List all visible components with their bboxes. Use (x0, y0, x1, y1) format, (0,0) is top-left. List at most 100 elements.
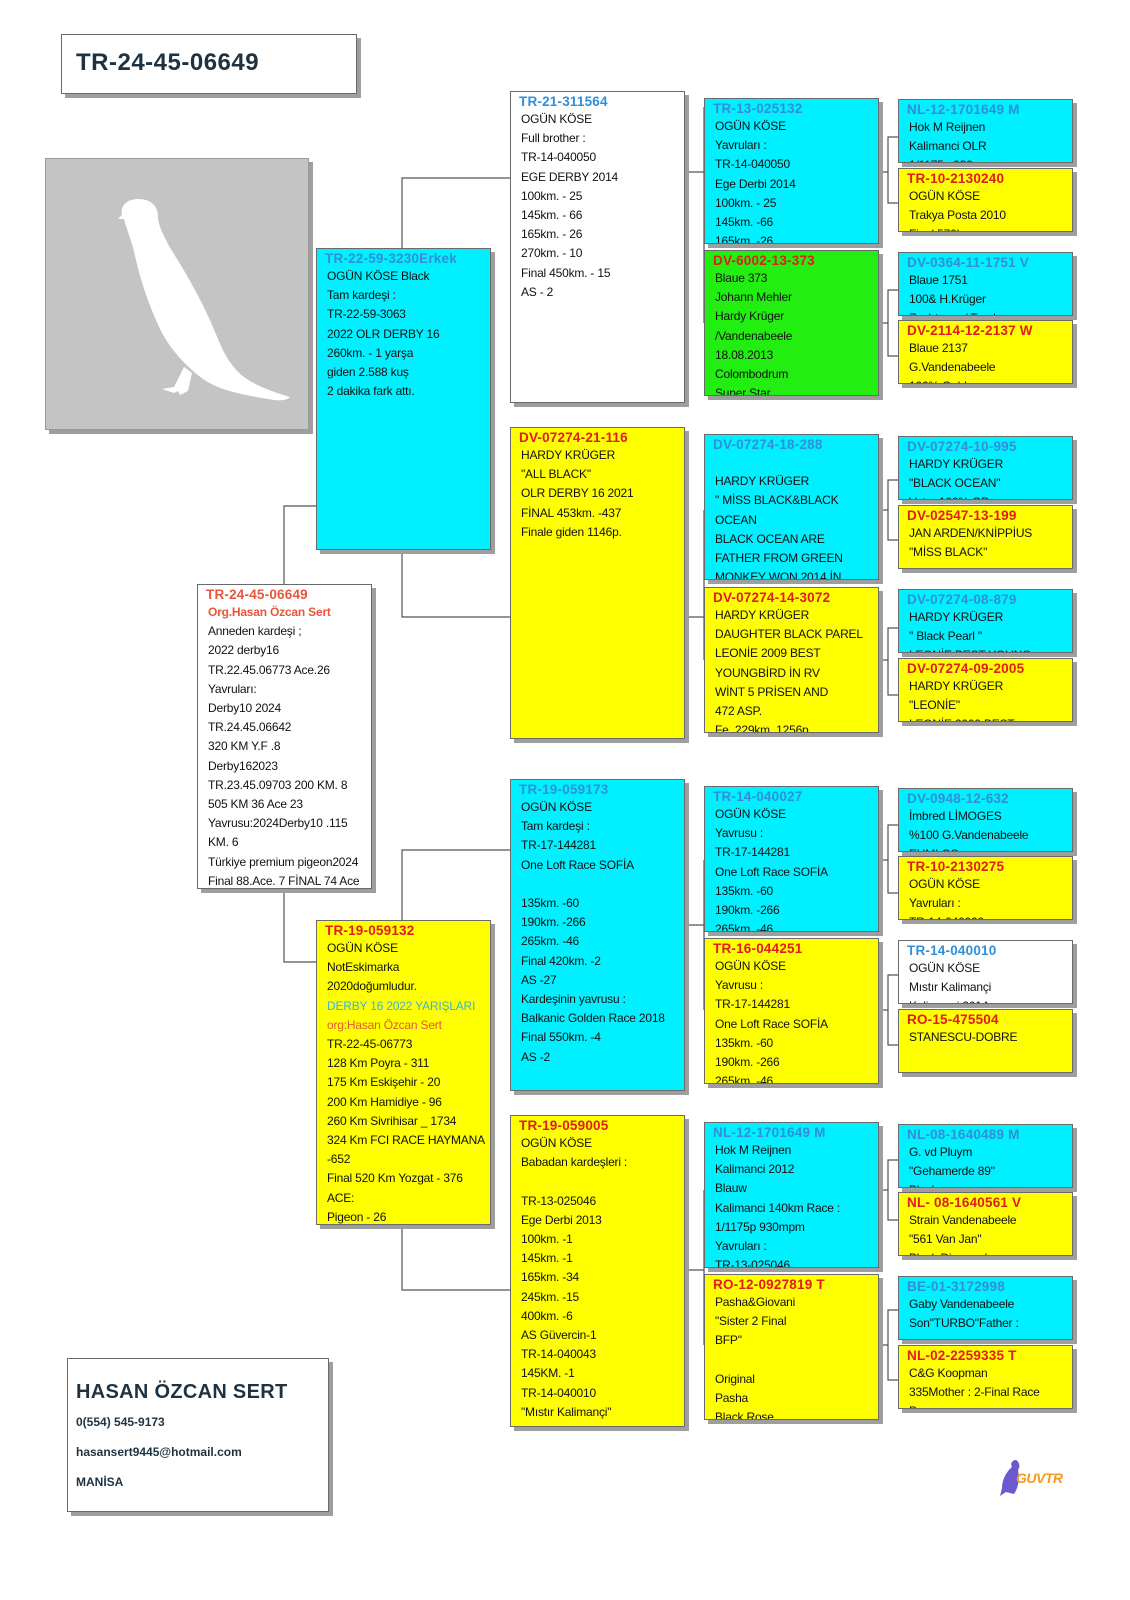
ring-number: DV-07274-09-2005 (907, 661, 1025, 676)
owner-name: HASAN ÖZCAN SERT (76, 1381, 288, 1403)
pedigree-line: Pasha&Giovani (715, 1295, 796, 1309)
pedigree-line: Pau... (905, 1402, 1066, 1408)
pedigree-line (711, 1351, 872, 1370)
pedigree-line: Fe. 229km. 1256p. (715, 723, 812, 733)
pedigree-line: OCEAN (715, 512, 757, 527)
pedigree-line: Kalimanci 2012 (715, 1162, 795, 1177)
pedigree-line: TR.23.45.09703 200 KM. 8 (208, 777, 348, 792)
pedigree-line: "Gehamerde 89" (909, 1164, 995, 1179)
pedigree-line: OLR DERBY 16 2021 (521, 486, 634, 501)
pedigree-line: %100 G.Vandenabeele (909, 828, 1029, 843)
pedigree-line: -652 (327, 1152, 351, 1167)
pedigree-line: Kalimanci 140km Race : (715, 1200, 840, 1215)
ring-number: TR-10-2130275 (907, 859, 1005, 874)
pedigree-line: Trakya Posta 2010 (909, 208, 1006, 223)
pedigree-line: Blaue 373 (715, 271, 768, 285)
pedigree-line: Tam kardeşi : (327, 288, 396, 303)
owner-phone[interactable]: 0(554) 545-9173 (76, 1415, 165, 1429)
pedigree-line: HARDY KRÜGER (909, 679, 1004, 693)
ring-number: TR-21-311564 (519, 94, 608, 109)
pedigree-line: Anneden kardeşi ; (208, 624, 302, 639)
pedigree-line: TR-14-040000 (905, 913, 1066, 919)
pedigree-line: 505 KM 36 Ace 23 (208, 797, 303, 812)
pedigree-line: TR-13-025046 (715, 1258, 790, 1268)
pedigree-line: FATHER FROM GREEN (715, 551, 843, 566)
pedigree-line: Black (905, 1181, 1066, 1187)
pedigree-line: 165km. -34 (521, 1270, 580, 1285)
pedigree-line: 165km. - 26 (521, 227, 583, 242)
pedigree-line: Yavruları : (715, 138, 767, 153)
pedigree-line: 320 KM Y.F .8 (208, 739, 281, 754)
pedigree-line: OGÜN KÖSE (521, 112, 592, 126)
pedigree-line: " Black Pearl " (909, 629, 982, 644)
pedigree-line: G.Vandenabeele (909, 360, 996, 375)
ring-number: DV-02547-13-199 (907, 508, 1017, 523)
pedigree-line: TR-17-144281 (521, 838, 596, 853)
pedigree-line: C&G Koopman (909, 1366, 988, 1380)
pedigree-line: AS - 2 (521, 284, 554, 299)
pedigree-line: İmbred LİMOGES (909, 809, 1002, 823)
ring-number: DV-0948-12-632 (907, 791, 1009, 806)
pedigree-line: 135km. -60 (715, 883, 774, 898)
ring-number: DV-2114-12-2137 W (907, 323, 1033, 338)
pedigree-line: "Mıstır Kalimançi" (521, 1404, 612, 1419)
pedigree-line: Kalimanci OLR (909, 139, 987, 154)
ring-number: BE-01-3172998 (907, 1279, 1005, 1294)
pedigree-line: LEONİE 2009 BEST (715, 646, 821, 661)
pedigree-line: Strain Vandenabeele (909, 1213, 1017, 1227)
pedigree-line: WİNT 5 PRİSEN AND (715, 684, 829, 699)
pedigree-line: LEONİE BEST YOUNG (905, 646, 1066, 652)
pedigree-line: 1/1175p 930mpm (905, 156, 1066, 162)
pedigree-line: OGÜN KÖSE (521, 1136, 592, 1150)
pedigree-line: "LEONİE" (909, 698, 960, 713)
pedigree-line: Yavruları : (909, 896, 961, 911)
pedigree-line: 265km. -46 (715, 1074, 774, 1084)
pedigree-line: STANESCU-DOBRE (909, 1030, 1018, 1044)
pedigree-line: BLACK OCEAN ARE (715, 531, 825, 546)
pedigree-line: One Loft Race SOFİA (715, 864, 828, 879)
pedigree-line: AS Güvercin-1 (521, 1328, 597, 1343)
pedigree-line: BFP" (715, 1333, 742, 1348)
pedigree-line: Final 420km. -2 (521, 953, 601, 968)
pedigree-line: AS -2 (521, 1049, 551, 1064)
pedigree-line: Black Diamond (905, 1249, 1066, 1255)
pedigree-line: TR-14-040050 (715, 157, 790, 172)
pedigree-line: 100& H.Krüger (909, 292, 986, 307)
pedigree-line: "BLACK OCEAN" (909, 476, 1001, 491)
pedigree-line: 260 Km Sivrihisar _ 1734 (327, 1113, 457, 1128)
pedigree-line: Johann Mehler (715, 290, 792, 305)
pedigree-line: OGÜN KÖSE (715, 959, 786, 973)
pedigree-line: Tam kardeşi : (521, 819, 590, 834)
pedigree-line: 2 dakika fark attı. (327, 384, 415, 399)
pedigree-line: TR-22-45-06773 (327, 1037, 413, 1052)
pedigree-line: Final 550km. -4 (521, 1030, 601, 1045)
pedigree-line: 190km. -266 (521, 915, 586, 930)
pedigree-line: 135km. -60 (715, 1035, 774, 1050)
pedigree-line: TR.24.45.06642 (208, 720, 292, 735)
ring-number: TR-16-044251 (713, 941, 803, 956)
ring-number: DV-07274-21-116 (519, 430, 628, 445)
pedigree-line: One Loft Race SOFİA (521, 857, 634, 872)
owner-email[interactable]: hasansert9445@hotmail.com (76, 1445, 242, 1459)
pedigree-line: 335Mother : 2-Final Race (909, 1385, 1040, 1400)
pedigree-line: 128 Km Poyra - 311 (327, 1056, 430, 1071)
owner-city: MANİSA (76, 1475, 124, 1489)
pedigree-line: Yavruları : (715, 1239, 767, 1254)
pedigree-line: Yavrusu : (715, 826, 763, 841)
pedigree-line: Final 520 Km Yozgat - 376 (327, 1171, 463, 1186)
pedigree-line: Mıstır Kalimançi (909, 980, 992, 995)
pedigree-line: 472 ASP. (715, 704, 762, 719)
